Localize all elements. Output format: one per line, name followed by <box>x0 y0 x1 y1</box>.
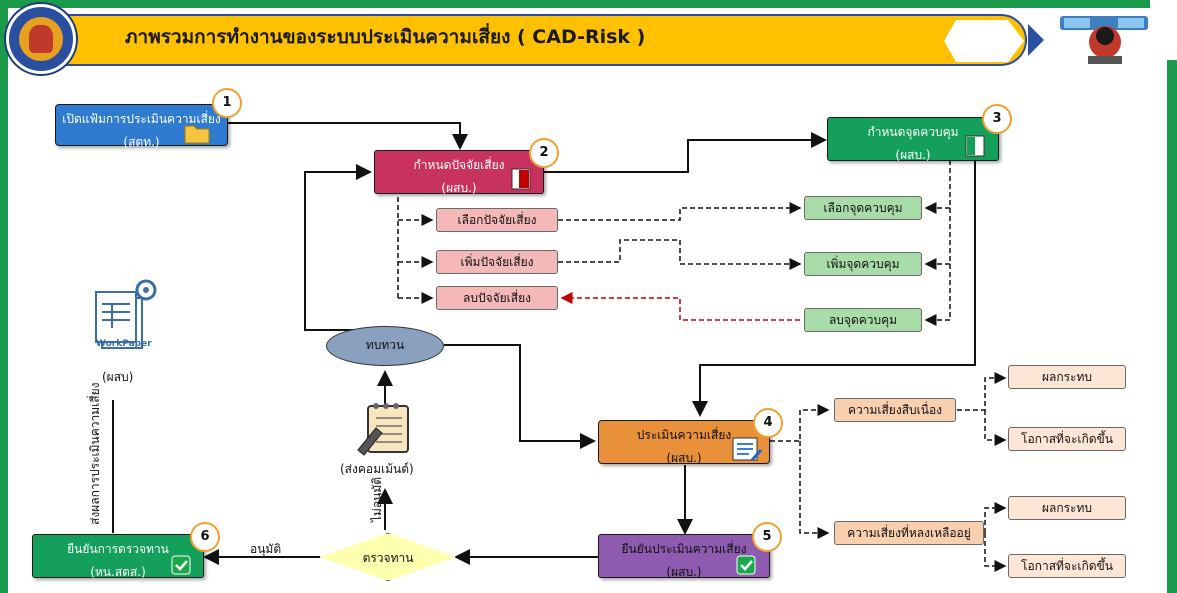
continuous-impact[interactable]: ผลกระทบ <box>1008 365 1126 389</box>
step-open-file[interactable]: เปิดแฟ้มการประเมินความเสี่ยง(สตท.) <box>55 104 228 149</box>
notepad-pencil-icon <box>357 403 409 456</box>
red-shield-icon <box>511 168 531 190</box>
comment-label: (ส่งคอมเม้นต์) <box>340 462 414 476</box>
header-arrow-icon <box>1028 24 1044 56</box>
workpaper-caption: WorkPaper <box>96 339 152 349</box>
check-decision-label: ตรวจทาน <box>362 551 414 565</box>
folder-icon <box>184 125 210 144</box>
green-shield-icon <box>965 135 985 157</box>
step-number-4: 4 <box>753 408 783 438</box>
continuous-likelihood[interactable]: โอกาสที่จะเกิดขึ้น <box>1008 427 1126 451</box>
organization-logo <box>6 4 76 74</box>
select-control-point[interactable]: เลือกจุดควบคุม <box>804 196 922 220</box>
add-control-point[interactable]: เพิ่มจุดควบคุม <box>804 252 922 276</box>
send-result-label: ส่งผลการประเมินความเสี่ยง <box>88 382 102 525</box>
page-title: ภาพรวมการทำงานของระบบประเมินความเสี่ยง (… <box>125 26 646 48</box>
not-approved-label: ไม่อนุมัติ <box>370 476 384 522</box>
workpaper-gear-icon <box>95 279 157 349</box>
workpaper-role-label: (ผสบ) <box>102 370 134 384</box>
frame-right <box>1167 60 1177 593</box>
step-number-2: 2 <box>529 138 559 168</box>
residual-risk[interactable]: ความเสี่ยงที่หลงเหลืออยู่ <box>834 521 984 545</box>
step-number-6: 6 <box>190 522 220 552</box>
header-chevron <box>944 20 1024 62</box>
step-number-1: 1 <box>212 88 242 118</box>
approved-label: อนุมัติ <box>250 542 282 556</box>
assessment-form-icon <box>732 437 762 462</box>
frame-top <box>0 0 1150 8</box>
review-ellipse[interactable]: ทบทวน <box>326 326 444 366</box>
continuous-risk[interactable]: ความเสี่ยงสืบเนื่อง <box>834 398 956 422</box>
residual-impact[interactable]: ผลกระทบ <box>1008 496 1126 520</box>
delete-control-point[interactable]: ลบจุดควบคุม <box>804 308 922 332</box>
step-number-3: 3 <box>982 104 1012 134</box>
frame-left <box>0 0 8 593</box>
add-risk-factor[interactable]: เพิ่มปัจจัยเสี่ยง <box>436 250 558 274</box>
delete-risk-factor[interactable]: ลบปัจจัยเสี่ยง <box>436 286 558 310</box>
checkmark-icon <box>736 555 756 575</box>
select-risk-factor[interactable]: เลือกปัจจัยเสี่ยง <box>436 208 558 232</box>
checkmark-icon <box>171 555 191 575</box>
desk-illustration-icon <box>1060 16 1148 64</box>
step-number-5: 5 <box>752 522 782 552</box>
residual-likelihood[interactable]: โอกาสที่จะเกิดขึ้น <box>1008 554 1126 578</box>
